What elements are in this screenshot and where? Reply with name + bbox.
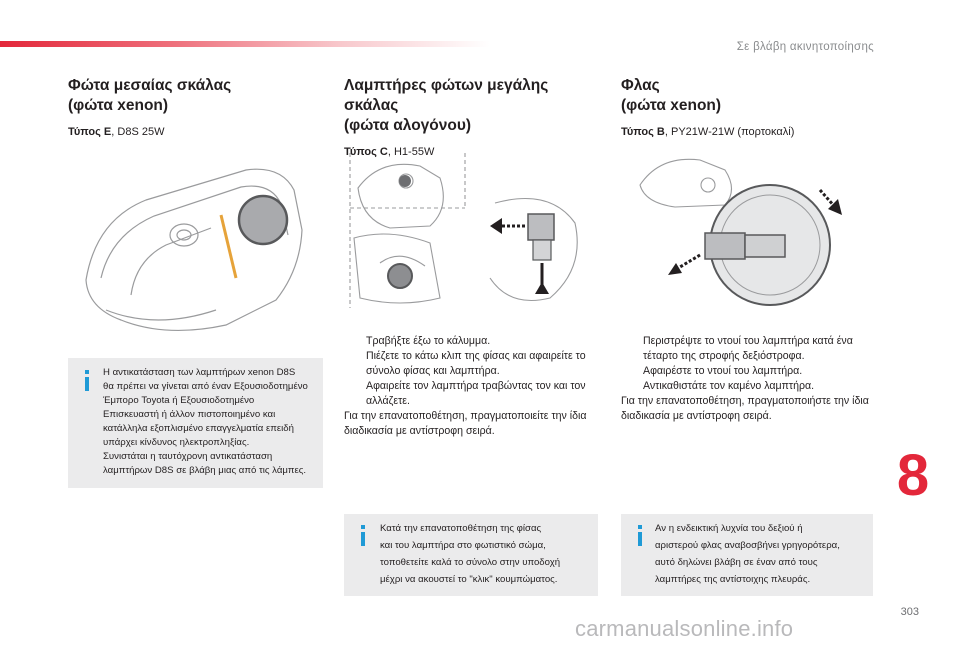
chapter-number: 8 bbox=[896, 443, 930, 508]
watermark: carmanualsonline.info bbox=[575, 616, 794, 641]
step-item: Αντικαθιστάτε τον καμένο λαμπτήρα. bbox=[621, 379, 879, 394]
section-title: Σε βλάβη ακινητοποίησης bbox=[736, 41, 874, 53]
info-icon-dot bbox=[85, 370, 89, 374]
type-value: , D8S 25W bbox=[111, 126, 165, 138]
note-line: Κατά την επανατοποθέτηση της φίσας bbox=[380, 523, 542, 534]
indicator-bulb-illustration bbox=[639, 158, 842, 306]
type-value: , PY21W-21W (πορτοκαλί) bbox=[664, 126, 795, 138]
indicator-title: Φλας (φώτα xenon) bbox=[621, 76, 879, 116]
page-number: 303 bbox=[900, 606, 919, 618]
type-label: Τύπος E bbox=[68, 126, 112, 138]
info-note-xenon: Η αντικατάσταση των λαμπτήρων xenon D8S … bbox=[68, 358, 323, 488]
note-line: αυτό δηλώνει βλάβη σε έναν από τους bbox=[655, 557, 818, 568]
note-line: τοποθετείτε καλά το σύνολο στην υποδοχή bbox=[380, 557, 561, 568]
step-text: Αντικαθιστάτε τον καμένο λαμπτήρα. bbox=[643, 380, 815, 392]
info-icon-stem bbox=[361, 532, 365, 546]
high-beam-steps: Τραβήξτε έξω το κάλυμμα. Πιέζετε το κάτω… bbox=[344, 334, 602, 439]
indicator-type: Τύπος B, PY21W-21W (πορτοκαλί) bbox=[621, 126, 879, 138]
info-icon-stem bbox=[85, 377, 89, 391]
note-line: κατάλληλα εξοπλισμένο επαγγελματία επειδ… bbox=[103, 423, 294, 434]
step-item: Τραβήξτε έξω το κάλυμμα. bbox=[344, 334, 602, 349]
info-icon-dot bbox=[638, 525, 642, 529]
title-line-1: Φλας bbox=[621, 77, 660, 94]
note-line: Αν η ενδεικτική λυχνία του δεξιού ή bbox=[655, 523, 803, 534]
info-note-halogen: Κατά την επανατοποθέτηση της φίσας και τ… bbox=[344, 514, 598, 596]
note-line: και του λαμπτήρα στο φωτιστικό σώμα, bbox=[380, 540, 546, 551]
column-high-beam: Λαμπτήρες φώτων μεγάλης σκάλας (φώτα αλο… bbox=[344, 76, 602, 158]
high-beam-title: Λαμπτήρες φώτων μεγάλης σκάλας (φώτα αλο… bbox=[344, 76, 602, 136]
note-line: υπάρχει κίνδυνος ηλεκτροπληξίας. bbox=[103, 437, 250, 448]
indicator-steps: Περιστρέψτε το ντουί του λαμπτήρα κατά έ… bbox=[621, 334, 879, 424]
step-text: Περιστρέψτε το ντουί του λαμπτήρα κατά έ… bbox=[643, 335, 853, 362]
type-label: Τύπος C bbox=[344, 146, 388, 158]
low-beam-type: Τύπος E, D8S 25W bbox=[68, 126, 326, 138]
info-icon-dot bbox=[361, 525, 365, 529]
step-text: Αφαιρέστε το ντουί του λαμπτήρα. bbox=[643, 365, 803, 377]
note-line: λαμπτήρες της αντίστοιχης πλευράς. bbox=[655, 574, 811, 585]
note-line: λαμπτήρων D8S σε βλάβη μιας από τις λάμπ… bbox=[103, 465, 307, 476]
info-note-indicator: Αν η ενδεικτική λυχνία του δεξιού ή αρισ… bbox=[621, 514, 873, 596]
title-line-1: Λαμπτήρες φώτων μεγάλης σκάλας bbox=[344, 77, 549, 114]
headlamp-low-beam-illustration bbox=[85, 168, 303, 332]
step-tail: Για την επανατοποθέτηση, πραγματοποιήστε… bbox=[621, 395, 869, 422]
step-item: Αφαιρείτε τον λαμπτήρα τραβώντας τον και… bbox=[344, 379, 602, 409]
info-text-xenon: Η αντικατάσταση των λαμπτήρων xenon D8S … bbox=[103, 366, 318, 478]
header-accent-bar bbox=[0, 41, 490, 47]
column-low-beam: Φώτα μεσαίας σκάλας (φώτα xenon) Τύπος E… bbox=[68, 76, 326, 138]
note-line: Συνιστάται η ταυτόχρονη αντικατάσταση bbox=[103, 451, 273, 462]
title-line-2: (φώτα αλογόνου) bbox=[344, 117, 472, 134]
note-line: μέχρι να ακουστεί το "κλικ" κουμπώματος. bbox=[380, 574, 558, 585]
note-line: θα πρέπει να γίνεται από έναν Εξουσιοδοτ… bbox=[103, 381, 308, 392]
title-line-1: Φώτα μεσαίας σκάλας bbox=[68, 77, 232, 94]
column-indicator: Φλας (φώτα xenon) Τύπος B, PY21W-21W (πο… bbox=[621, 76, 879, 138]
note-line: αριστερού φλας αναβοσβήνει γρηγορότερα, bbox=[655, 540, 840, 551]
step-item: Περιστρέψτε το ντουί του λαμπτήρα κατά έ… bbox=[621, 334, 879, 364]
note-line: Επισκευαστή ή άλλον πιστοποιημένο και bbox=[103, 409, 276, 420]
step-item: Αφαιρέστε το ντουί του λαμπτήρα. bbox=[621, 364, 879, 379]
headlamp-high-beam-illustration bbox=[349, 153, 578, 308]
high-beam-type: Τύπος C, H1-55W bbox=[344, 146, 602, 158]
step-text: Τραβήξτε έξω το κάλυμμα. bbox=[366, 335, 491, 347]
step-text: Πιέζετε το κάτω κλιπ της φίσας και αφαιρ… bbox=[366, 350, 586, 377]
info-text-halogen: Κατά την επανατοποθέτηση της φίσας και τ… bbox=[380, 520, 592, 588]
type-label: Τύπος B bbox=[621, 126, 665, 138]
step-text: Αφαιρείτε τον λαμπτήρα τραβώντας τον και… bbox=[366, 380, 586, 407]
type-value: , H1-55W bbox=[387, 146, 435, 158]
title-line-2: (φώτα xenon) bbox=[68, 97, 169, 114]
note-line: Η αντικατάσταση των λαμπτήρων xenon D8S bbox=[103, 367, 296, 378]
step-tail: Για την επανατοποθέτηση, πραγματοποιείτε… bbox=[344, 410, 587, 437]
title-line-2: (φώτα xenon) bbox=[621, 97, 722, 114]
low-beam-title: Φώτα μεσαίας σκάλας (φώτα xenon) bbox=[68, 76, 326, 116]
info-text-indicator: Αν η ενδεικτική λυχνία του δεξιού ή αρισ… bbox=[655, 520, 869, 588]
info-icon-stem bbox=[638, 532, 642, 546]
note-line: Έμπορο Toyota ή Εξουσιοδοτημένο bbox=[103, 395, 255, 406]
step-item: Πιέζετε το κάτω κλιπ της φίσας και αφαιρ… bbox=[344, 349, 602, 379]
